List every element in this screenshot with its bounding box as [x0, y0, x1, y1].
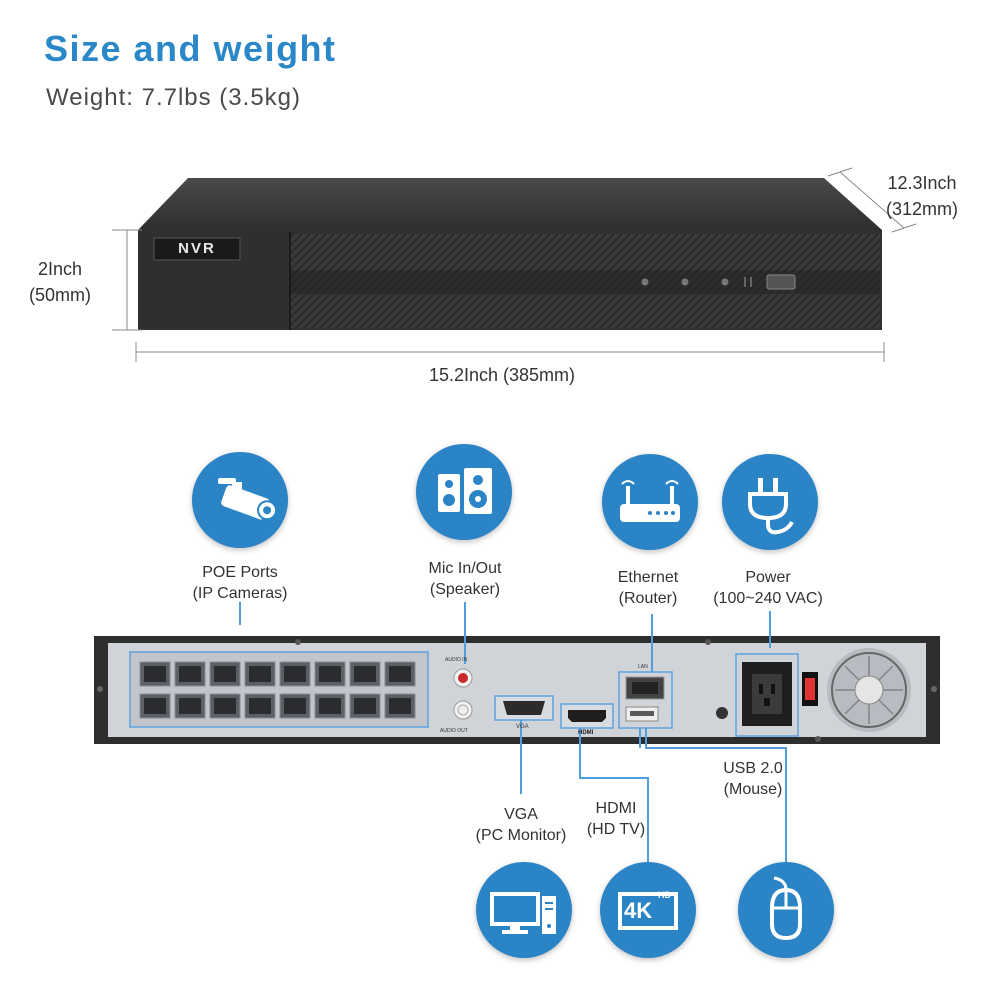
hdmi-title: HDMI	[595, 800, 637, 817]
camera-icon	[192, 452, 288, 548]
poe-port	[384, 693, 416, 719]
depth-mm: (312mm)	[885, 199, 958, 219]
power-title: Power	[745, 569, 791, 586]
depth-inch: 12.3Inch	[887, 173, 957, 193]
poe-port	[279, 693, 311, 719]
poe-title: POE Ports	[202, 564, 278, 581]
poe-label: POE Ports (IP Cameras)	[160, 562, 320, 604]
poe-port	[244, 661, 276, 687]
speaker-icon	[416, 444, 512, 540]
usb-label: USB 2.0 (Mouse)	[698, 758, 808, 800]
poe-port-grid	[139, 661, 416, 719]
poe-port	[139, 661, 171, 687]
poe-port	[139, 693, 171, 719]
height-mm: (50mm)	[29, 285, 91, 305]
vga-label: VGA (PC Monitor)	[461, 804, 581, 846]
depth-dimension: 12.3Inch (312mm)	[862, 170, 982, 222]
vga-title: VGA	[504, 806, 538, 823]
usb-title: USB 2.0	[723, 760, 783, 777]
ethernet-subtitle: (Router)	[618, 590, 678, 607]
connector-lines	[239, 602, 787, 870]
mouse-icon	[738, 862, 834, 958]
nvr-label: NVR	[178, 240, 216, 257]
nvr-rear-view	[94, 636, 940, 744]
mic-label: Mic In/Out (Speaker)	[385, 558, 545, 600]
hd-badge: HD	[658, 890, 671, 900]
ethernet-title: Ethernet	[617, 569, 679, 586]
mic-title: Mic In/Out	[428, 560, 502, 577]
vga-port-label: VGA	[516, 724, 529, 730]
mic-subtitle: (Speaker)	[429, 581, 501, 598]
page-title: Size and weight	[44, 28, 337, 69]
poe-port	[349, 661, 381, 687]
width-dimension: 15.2Inch (385mm)	[428, 365, 576, 385]
dimension-lines	[112, 167, 917, 362]
ethernet-label: Ethernet (Router)	[568, 567, 728, 609]
nvr-front-view	[138, 178, 882, 330]
poe-port	[174, 693, 206, 719]
4k-tv-icon: 4K HD	[600, 862, 696, 958]
audio-out-port-label: AUDIO OUT	[440, 728, 468, 734]
hdmi-port-label: HDMI	[578, 730, 594, 736]
poe-port	[384, 661, 416, 687]
poe-port	[349, 693, 381, 719]
poe-port	[314, 661, 346, 687]
weight-spec: Weight: 7.7lbs (3.5kg)	[46, 84, 302, 111]
power-subtitle: (100~240 VAC)	[713, 590, 823, 607]
poe-port	[209, 661, 241, 687]
vga-subtitle: (PC Monitor)	[475, 827, 567, 844]
power-label: Power (100~240 VAC)	[688, 567, 848, 609]
hdmi-label: HDMI (HD TV)	[566, 798, 666, 840]
lan-port-label: LAN	[638, 664, 648, 670]
poe-port	[174, 661, 206, 687]
plug-icon	[722, 454, 818, 550]
usb-subtitle: (Mouse)	[723, 781, 783, 798]
height-dimension: 2Inch (50mm)	[10, 256, 110, 308]
poe-port	[279, 661, 311, 687]
poe-port	[244, 693, 276, 719]
height-inch: 2Inch	[37, 259, 83, 279]
poe-port	[314, 693, 346, 719]
router-icon	[602, 454, 698, 550]
monitor-icon	[476, 862, 572, 958]
hdmi-subtitle: (HD TV)	[586, 821, 646, 838]
audio-in-port-label: AUDIO IN	[445, 657, 468, 663]
poe-subtitle: (IP Cameras)	[192, 585, 288, 602]
poe-port	[209, 693, 241, 719]
4k-text: 4K	[624, 898, 653, 923]
